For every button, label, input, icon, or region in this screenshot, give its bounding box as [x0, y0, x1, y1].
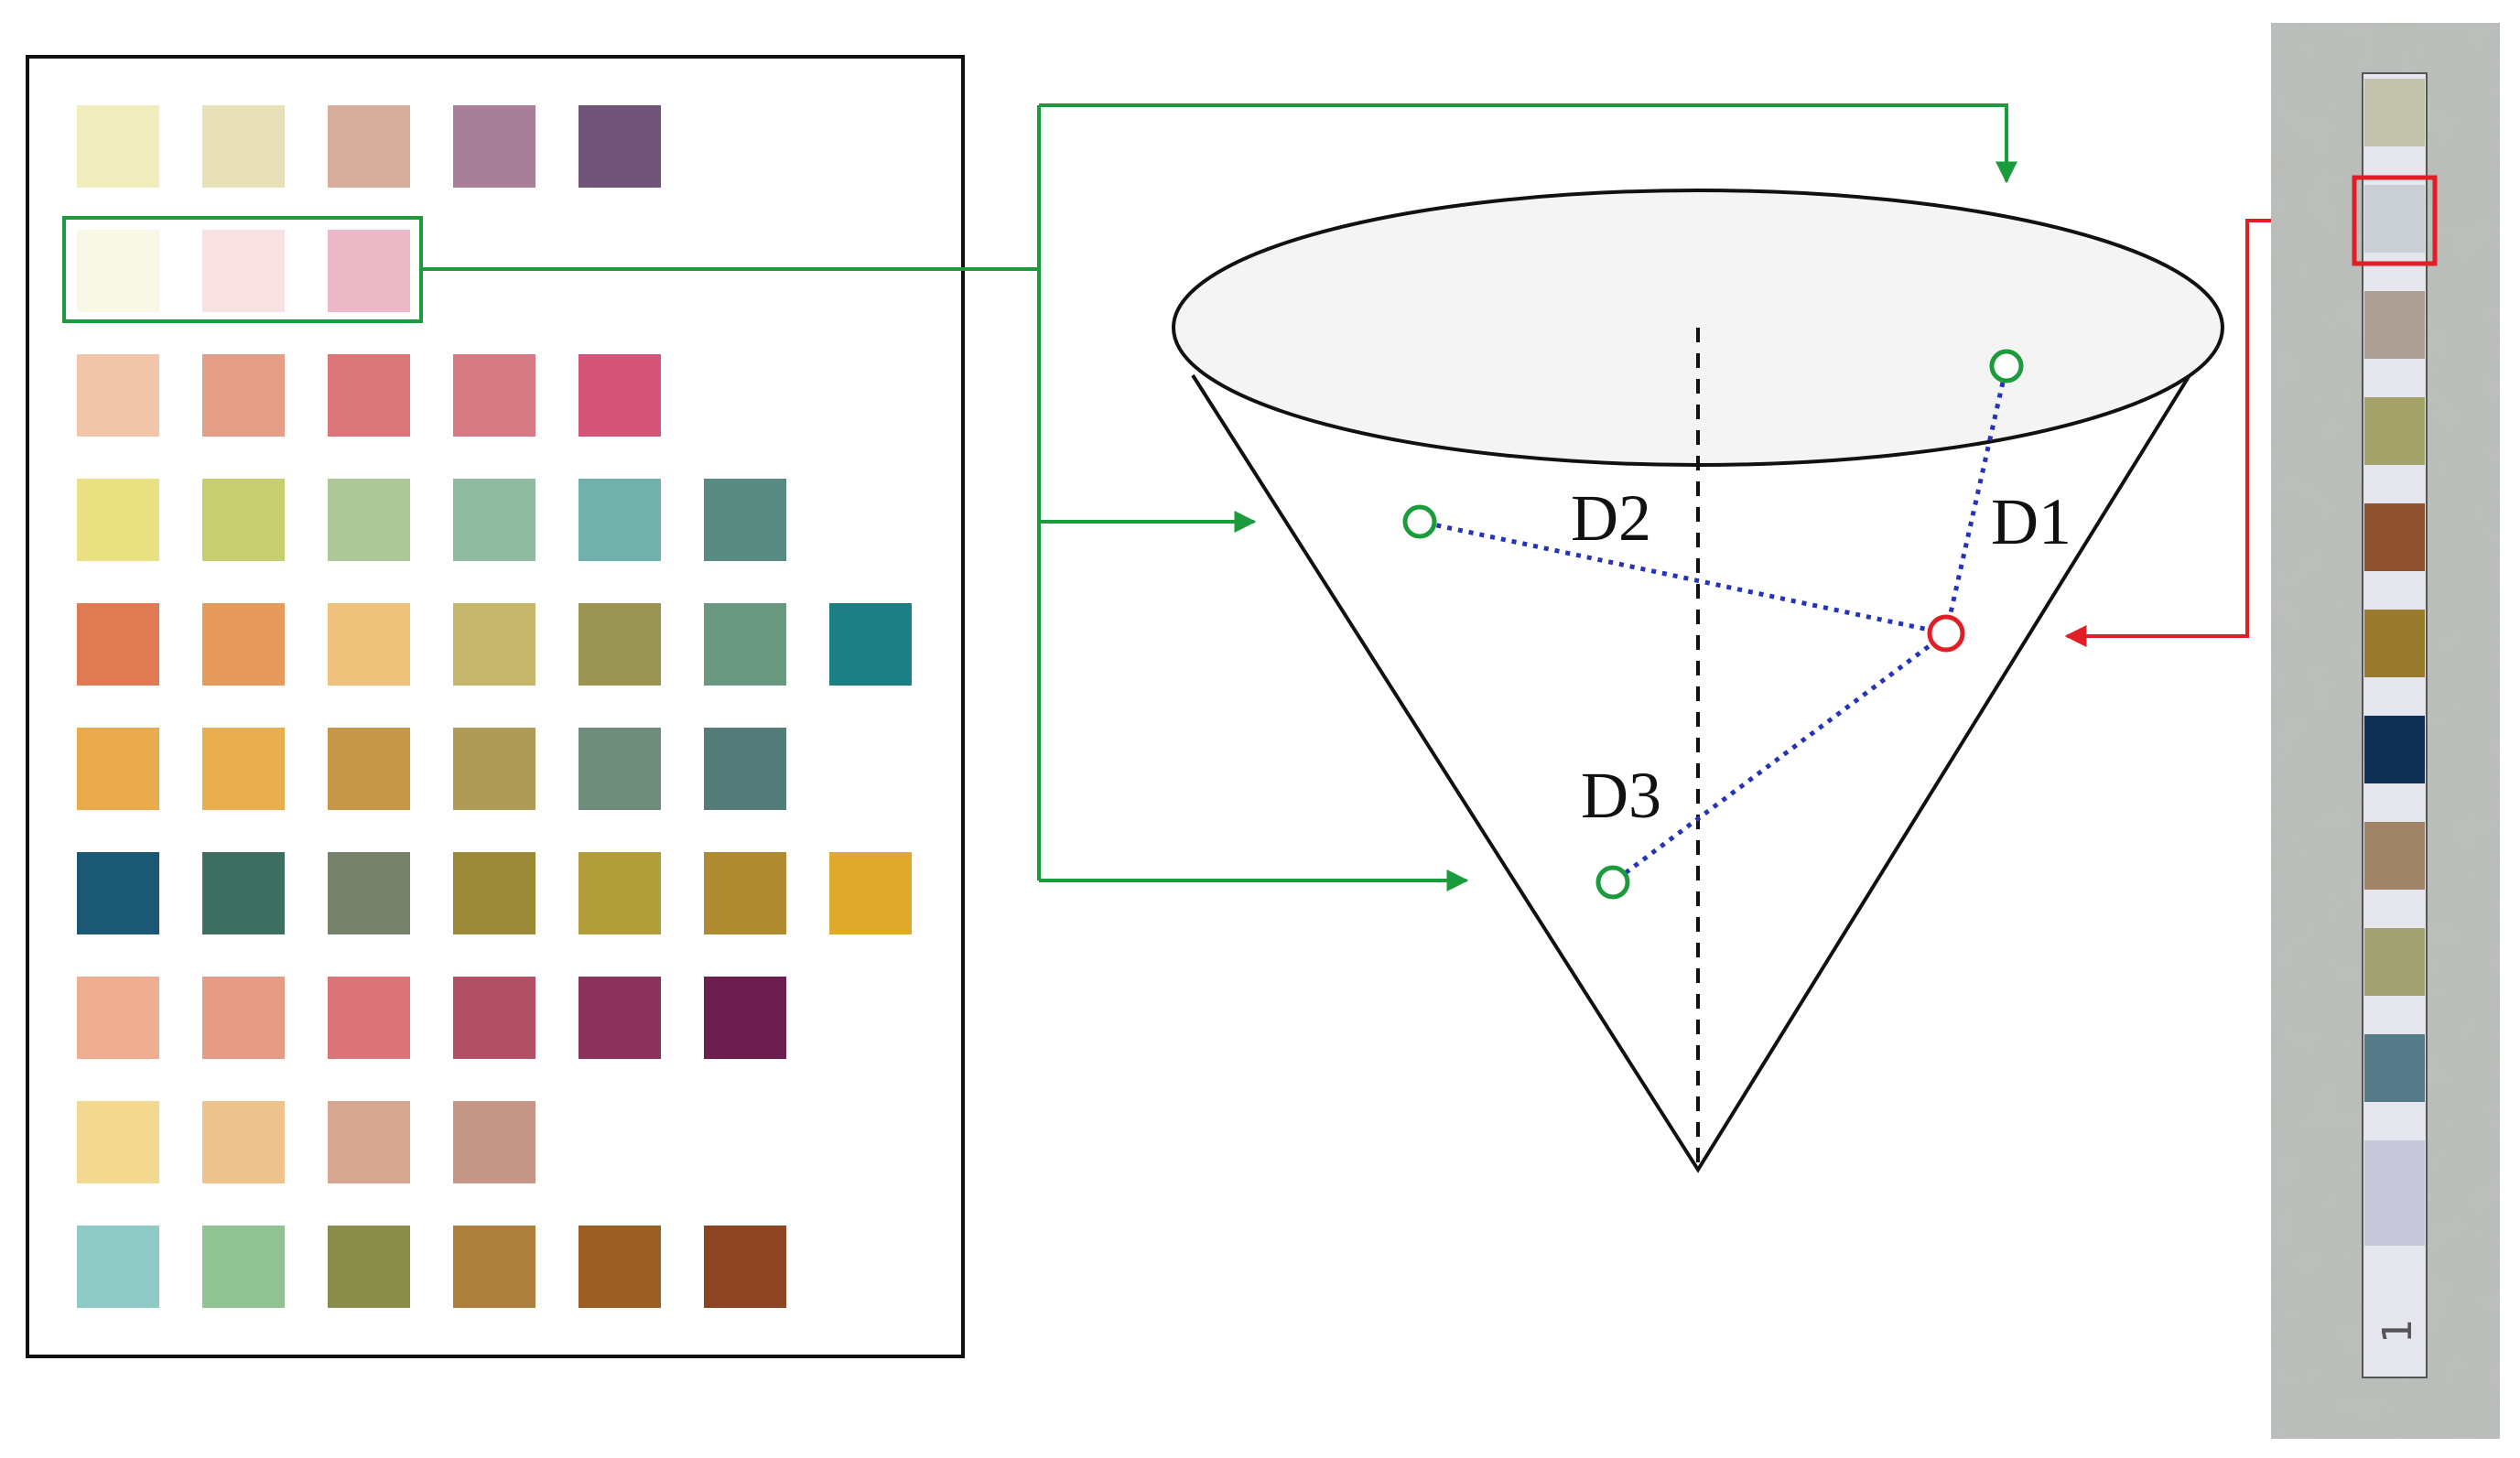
color-swatch-r5-c3 [328, 603, 410, 686]
color-swatch-r1-c2 [202, 105, 285, 188]
color-swatch-r8-c6 [704, 977, 786, 1059]
color-swatch-r10-c5 [579, 1226, 661, 1308]
color-swatch-grid [77, 105, 912, 1308]
color-swatch-r8-c5 [579, 977, 661, 1059]
color-swatch-r1-c5 [579, 105, 661, 188]
test-pad-6 [2364, 610, 2425, 677]
color-swatch-r7-c6 [704, 852, 786, 934]
sample-point [1927, 614, 1965, 653]
color-swatch-r6-c5 [579, 728, 661, 810]
color-swatch-r4-c1 [77, 479, 159, 561]
test-pad-11 [2364, 1140, 2425, 1246]
color-swatch-r8-c2 [202, 977, 285, 1059]
arrow-to-cone-top [1039, 103, 2017, 184]
color-swatch-r3-c3 [328, 354, 410, 437]
test-pad-3 [2364, 291, 2425, 359]
color-swatch-r9-c2 [202, 1101, 285, 1183]
test-pad-2 [2364, 185, 2425, 253]
distance-line-d2 [1419, 519, 1947, 636]
color-swatch-r10-c2 [202, 1226, 285, 1308]
test-pad-5 [2364, 503, 2425, 571]
cone-body [1191, 373, 2191, 1173]
color-swatch-r6-c3 [328, 728, 410, 810]
color-swatch-r5-c1 [77, 603, 159, 686]
color-swatch-r3-c1 [77, 354, 159, 437]
color-swatch-r9-c1 [77, 1101, 159, 1183]
color-swatch-r6-c1 [77, 728, 159, 810]
color-swatch-r8-c4 [453, 977, 535, 1059]
label-d3: D3 [1581, 759, 1661, 832]
color-swatch-r4-c6 [704, 479, 786, 561]
test-pad-7 [2364, 716, 2425, 783]
green-connectors [421, 103, 2017, 891]
color-swatch-r7-c5 [579, 852, 661, 934]
color-swatch-r6-c6 [704, 728, 786, 810]
color-chart [26, 55, 965, 1358]
label-d2: D2 [1571, 481, 1651, 555]
distance-line-d3 [1611, 631, 1948, 885]
color-swatch-r9-c4 [453, 1101, 535, 1183]
reference-point-d1 [1989, 349, 2024, 383]
color-swatch-r4-c4 [453, 479, 535, 561]
color-swatch-r5-c6 [704, 603, 786, 686]
strip-number: 1 [2374, 1320, 2421, 1345]
color-swatch-r10-c3 [328, 1226, 410, 1308]
highlight-box-red [2352, 175, 2438, 266]
test-pad-1 [2364, 79, 2425, 146]
cone-diagram: D1 D2 D3 [1172, 189, 2224, 1173]
label-d1: D1 [1991, 485, 2071, 558]
test-pad-4 [2364, 397, 2425, 465]
color-swatch-r1-c3 [328, 105, 410, 188]
color-swatch-r4-c5 [579, 479, 661, 561]
color-swatch-r1-c1 [77, 105, 159, 188]
color-swatch-r4-c3 [328, 479, 410, 561]
distance-line-d1 [1943, 365, 2009, 634]
color-swatch-r2-c1 [77, 230, 159, 312]
test-strip-photo: 1 [2271, 23, 2500, 1439]
color-swatch-r6-c4 [453, 728, 535, 810]
color-swatch-r4-c2 [202, 479, 285, 561]
color-swatch-r2-c3 [328, 230, 410, 312]
color-swatch-r3-c5 [579, 354, 661, 437]
color-swatch-r8-c3 [328, 977, 410, 1059]
color-swatch-r10-c6 [704, 1226, 786, 1308]
color-swatch-r7-c4 [453, 852, 535, 934]
color-swatch-r5-c5 [579, 603, 661, 686]
test-strip-pads [2364, 79, 2425, 1246]
color-swatch-r7-c3 [328, 852, 410, 934]
test-pad-10 [2364, 1034, 2425, 1102]
color-swatch-r1-c4 [453, 105, 535, 188]
distance-lines [1419, 365, 2009, 885]
color-swatch-r7-c2 [202, 852, 285, 934]
test-pad-9 [2364, 928, 2425, 996]
color-swatch-r10-c4 [453, 1226, 535, 1308]
color-swatch-r5-c2 [202, 603, 285, 686]
color-swatch-r9-c3 [328, 1101, 410, 1183]
color-swatch-r7-c7 [829, 852, 912, 934]
color-swatch-r10-c1 [77, 1226, 159, 1308]
color-swatch-r6-c2 [202, 728, 285, 810]
color-swatch-r5-c4 [453, 603, 535, 686]
color-swatch-r8-c1 [77, 977, 159, 1059]
color-swatch-r2-c2 [202, 230, 285, 312]
color-swatch-r7-c1 [77, 852, 159, 934]
color-swatch-r5-c7 [829, 603, 912, 686]
color-swatch-r3-c4 [453, 354, 535, 437]
reference-point-d2 [1402, 504, 1437, 539]
reference-point-d3 [1595, 865, 1630, 900]
color-swatch-r3-c2 [202, 354, 285, 437]
test-pad-8 [2364, 822, 2425, 890]
